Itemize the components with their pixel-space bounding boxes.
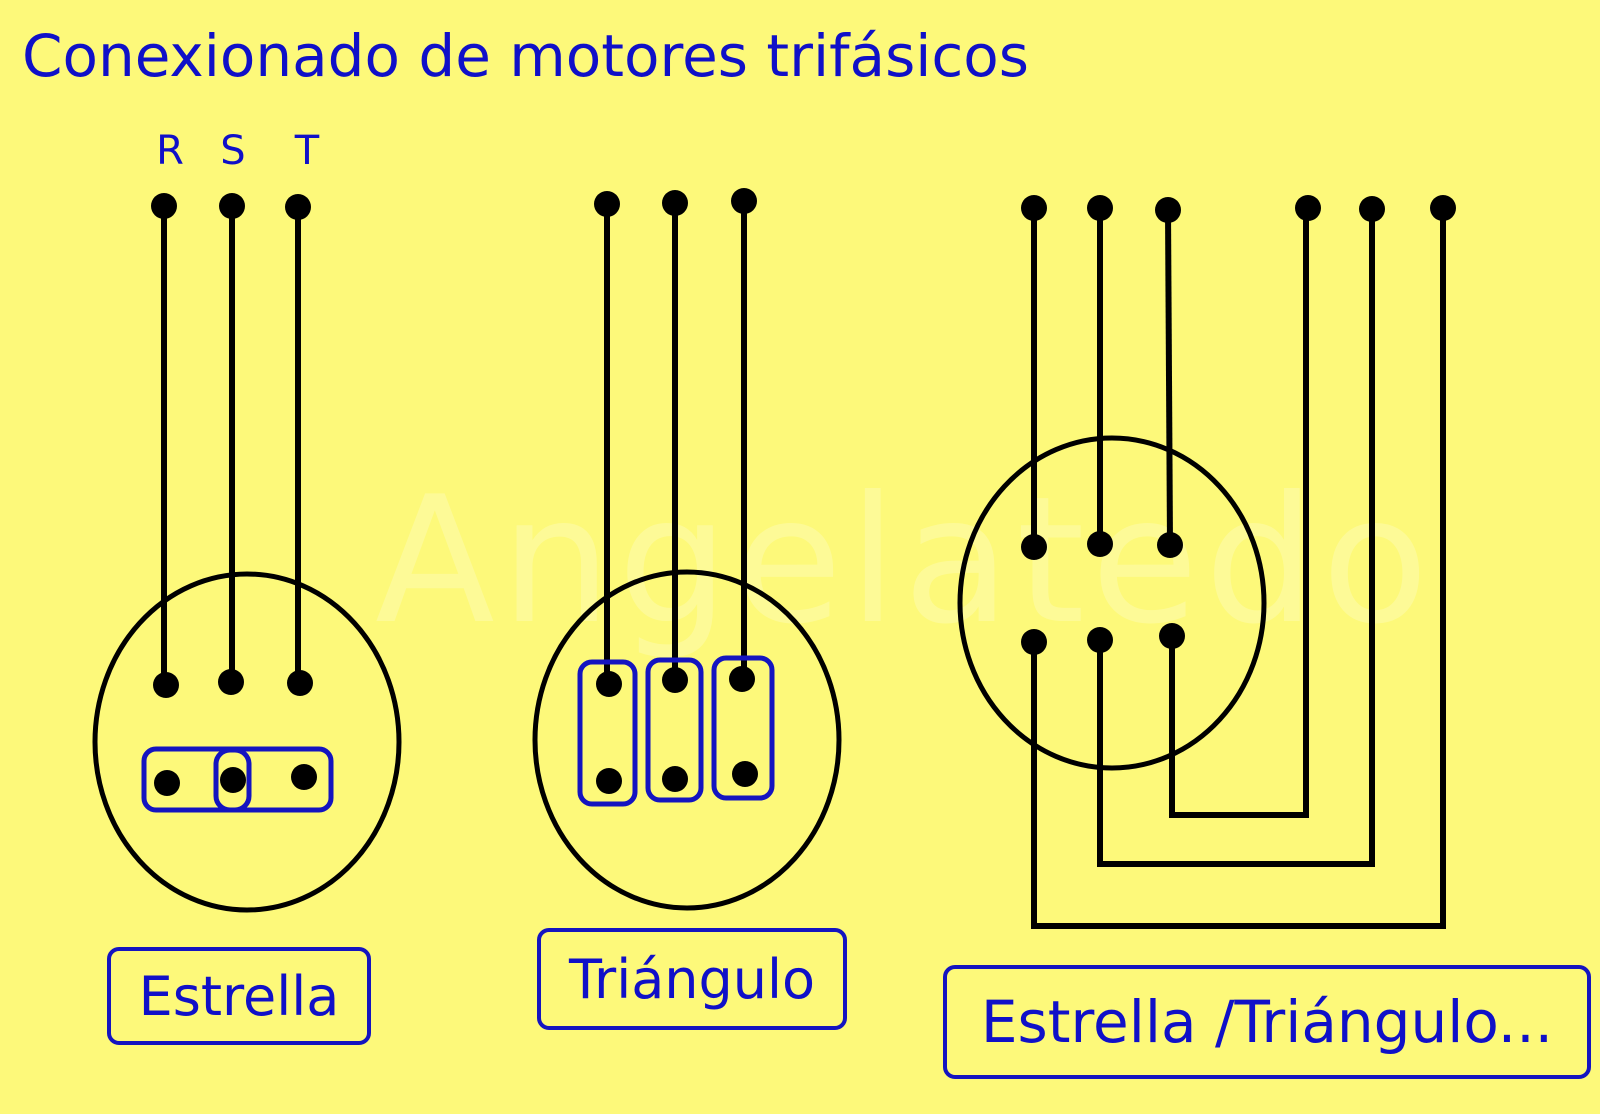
terminal-dot — [596, 768, 622, 794]
terminal-dot — [732, 761, 758, 787]
terminal-bridge — [711, 655, 775, 801]
terminal-dot — [662, 667, 688, 693]
label-estrella: Estrella — [107, 947, 371, 1045]
terminal-dot — [1087, 195, 1113, 221]
label-triangulo-text: Triángulo — [568, 947, 816, 1011]
return-wire — [1097, 206, 1375, 867]
terminal-dot — [218, 669, 244, 695]
terminal-dot — [287, 670, 313, 696]
terminal-dot — [1295, 195, 1321, 221]
star-connection-diagram — [92, 193, 402, 913]
phase-label-s: S — [220, 128, 246, 174]
terminal-dot — [1021, 195, 1047, 221]
phase-label-r: R — [156, 128, 184, 174]
return-wire — [1031, 205, 1446, 929]
terminal-dot — [1021, 629, 1047, 655]
motor-housing — [957, 435, 1267, 771]
page-title: Conexionado de motores trifásicos — [22, 22, 1030, 90]
terminal-dot — [151, 193, 177, 219]
terminal-bridge — [213, 747, 252, 813]
terminal-dot — [596, 671, 622, 697]
label-estrella-text: Estrella — [138, 964, 340, 1028]
star-delta-connection-diagram — [957, 195, 1456, 929]
return-wire — [1169, 205, 1309, 818]
terminal-dot — [662, 766, 688, 792]
terminal-dot — [153, 672, 179, 698]
motor-housing — [532, 569, 842, 911]
terminal-dot — [220, 767, 246, 793]
terminal-dot — [594, 191, 620, 217]
terminal-dot — [1359, 196, 1385, 222]
terminal-dot — [1087, 627, 1113, 653]
terminal-dot — [662, 190, 688, 216]
terminal-bridge — [577, 659, 638, 807]
label-estrella-triangulo-text: Estrella /Triángulo... — [980, 988, 1554, 1056]
terminal-dot — [731, 188, 757, 214]
motor-housing — [92, 571, 402, 913]
terminal-dot — [154, 770, 180, 796]
phase-label-t: T — [294, 128, 320, 174]
terminal-dot — [291, 764, 317, 790]
label-estrella-triangulo: Estrella /Triángulo... — [943, 965, 1591, 1079]
terminal-dot — [285, 194, 311, 220]
terminal-dot — [1157, 532, 1183, 558]
supply-wire — [1164, 206, 1174, 549]
terminal-bridge — [645, 657, 704, 803]
terminal-dot — [1021, 534, 1047, 560]
terminal-dot — [1159, 623, 1185, 649]
terminal-dot — [1155, 197, 1181, 223]
terminal-dot — [1430, 195, 1456, 221]
terminal-dot — [219, 193, 245, 219]
terminal-dot — [729, 666, 755, 692]
terminal-dot — [1087, 531, 1113, 557]
delta-connection-diagram — [532, 188, 842, 911]
label-triangulo: Triángulo — [537, 928, 847, 1030]
